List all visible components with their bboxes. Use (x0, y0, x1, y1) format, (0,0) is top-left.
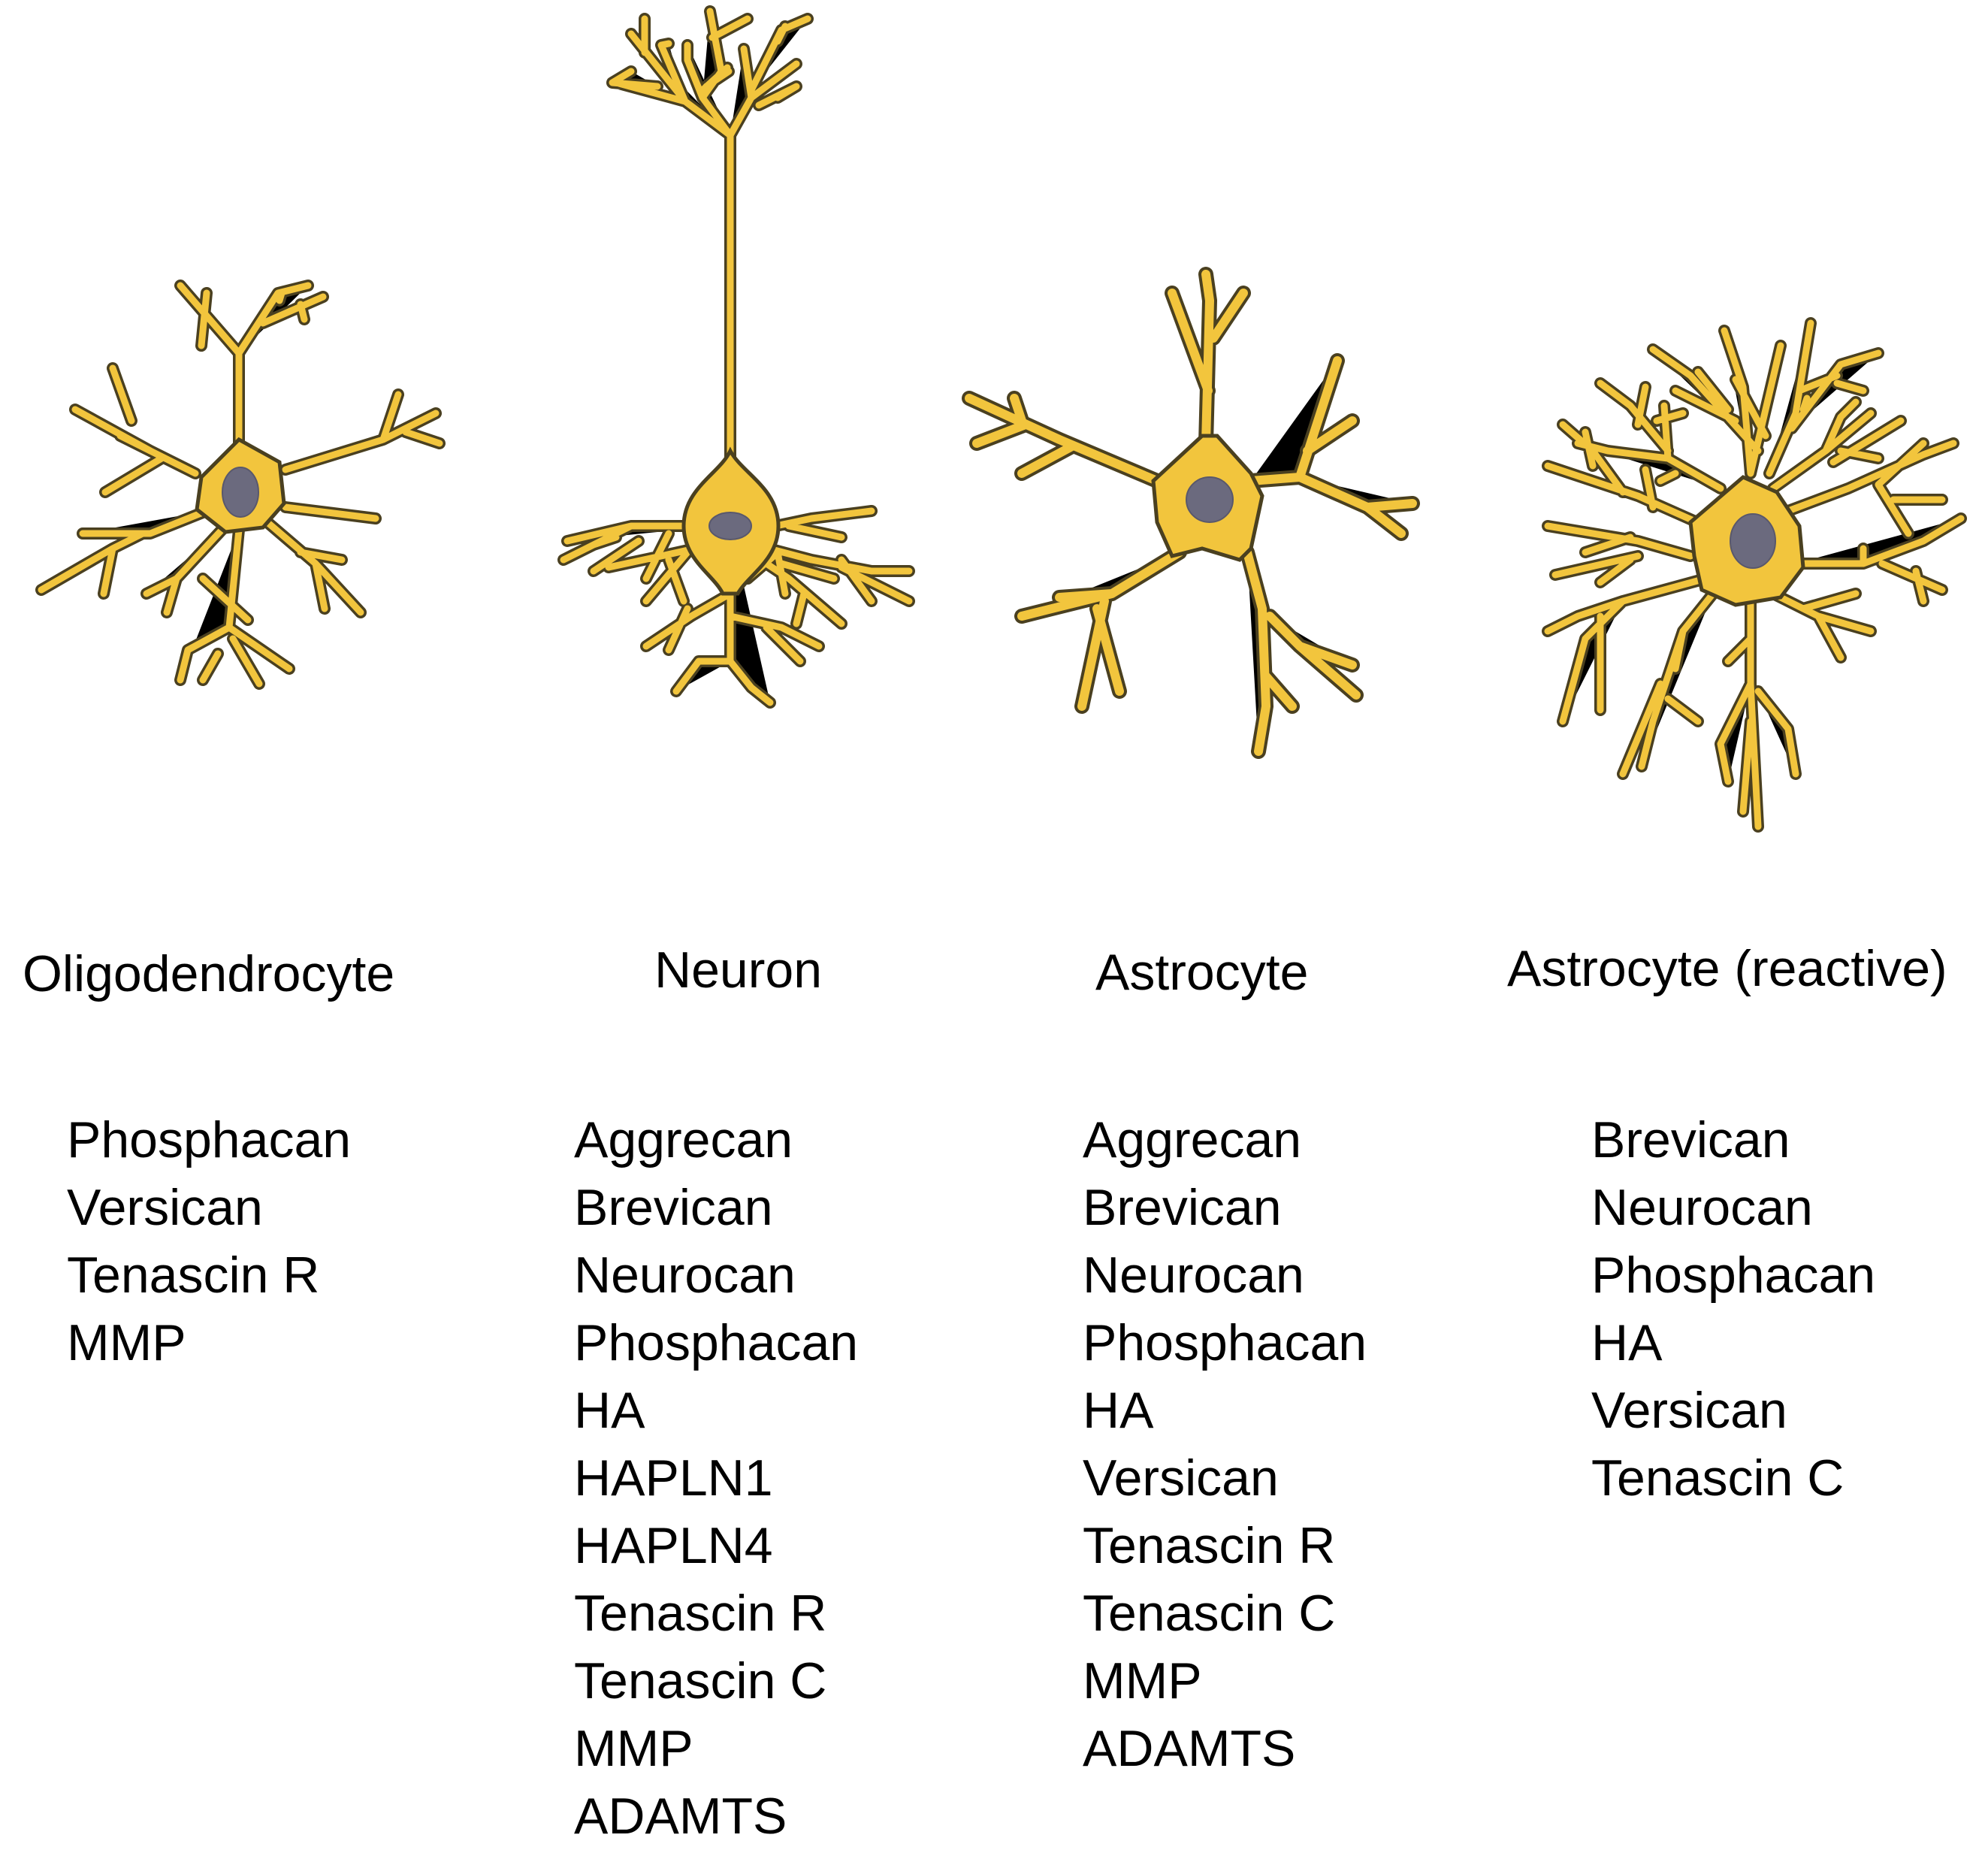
molecule-item: HA (574, 1382, 645, 1439)
molecule-list-astrocyte: Aggrecan Brevican Neurocan Phosphacan HA… (1083, 1106, 1367, 1782)
molecule-item: Phosphacan (574, 1314, 859, 1371)
heading-astrocyte-reactive: Astrocyte (reactive) (1507, 940, 1947, 997)
molecule-item: Phosphacan (1591, 1247, 1876, 1304)
molecule-item: Brevican (1591, 1111, 1790, 1168)
molecule-item: Aggrecan (1083, 1111, 1302, 1168)
heading-astrocyte: Astrocyte (1095, 944, 1309, 1001)
molecule-item: ADAMTS (574, 1788, 787, 1845)
molecule-item: ADAMTS (1083, 1720, 1296, 1777)
molecule-list-neuron: Aggrecan Brevican Neurocan Phosphacan HA… (574, 1106, 858, 1850)
heading-neuron: Neuron (654, 942, 823, 999)
molecule-item: Brevican (1083, 1179, 1282, 1236)
molecule-item: Tenascin C (1591, 1449, 1844, 1507)
molecule-item: MMP (67, 1314, 186, 1371)
molecule-item: Neurocan (1591, 1179, 1813, 1236)
molecule-item: Tenascin R (67, 1247, 320, 1304)
molecule-item: Versican (1083, 1449, 1279, 1507)
molecule-item: HAPLN4 (574, 1517, 773, 1574)
molecule-item: Neurocan (1083, 1247, 1304, 1304)
molecule-item: MMP (1083, 1652, 1202, 1709)
molecule-item: Versican (67, 1179, 263, 1236)
molecule-item: Tenascin C (574, 1652, 827, 1709)
molecule-item: MMP (574, 1720, 693, 1777)
molecule-item: Phosphacan (67, 1111, 352, 1168)
oligodendrocyte-cell-icon (0, 248, 466, 909)
molecule-item: Tenascin R (1083, 1517, 1336, 1574)
molecule-item: HA (1591, 1314, 1663, 1371)
molecule-item: HA (1083, 1382, 1154, 1439)
molecule-item: Tenascin C (1083, 1585, 1336, 1642)
molecule-item: Phosphacan (1083, 1314, 1367, 1371)
molecule-item: Brevican (574, 1179, 773, 1236)
molecule-item: Versican (1591, 1382, 1787, 1439)
molecule-item: HAPLN1 (574, 1449, 773, 1507)
molecule-item: Neurocan (574, 1247, 796, 1304)
astrocyte-cell-icon (947, 255, 1428, 857)
molecule-item: Aggrecan (574, 1111, 793, 1168)
molecule-list-oligodendrocyte: Phosphacan Versican Tenascin R MMP (67, 1106, 351, 1377)
reactive-astrocyte-cell-icon (1503, 301, 1988, 902)
molecule-list-astrocyte-reactive: Brevican Neurocan Phosphacan HA Versican… (1591, 1106, 1875, 1512)
molecule-item: Tenascin R (574, 1585, 827, 1642)
heading-oligodendrocyte: Oligodendrocyte (23, 945, 395, 1002)
neuron-cell-icon (526, 0, 962, 902)
